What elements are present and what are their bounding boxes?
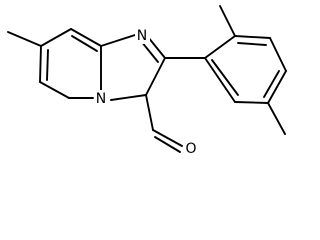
imidazole-ring bbox=[100, 34, 166, 101]
atom-label-oxygen-group: O bbox=[183, 140, 200, 157]
chemical-structure-diagram: N N O bbox=[7, 5, 287, 157]
atom-label-n-imine: N bbox=[137, 28, 147, 44]
phenyl-ring bbox=[204, 35, 287, 104]
pyridine-ring bbox=[39, 28, 102, 99]
atom-label-oxygen: O bbox=[185, 141, 196, 157]
aldehyde-bonds bbox=[145, 94, 183, 153]
atom-label-n-bridge-group: N bbox=[94, 90, 109, 107]
atom-label-n-bridge: N bbox=[96, 91, 106, 107]
phenyl-methyl-bonds bbox=[219, 5, 286, 135]
atom-label-n-imine-group: N bbox=[135, 27, 150, 44]
ring-methyl-bond bbox=[7, 31, 42, 47]
